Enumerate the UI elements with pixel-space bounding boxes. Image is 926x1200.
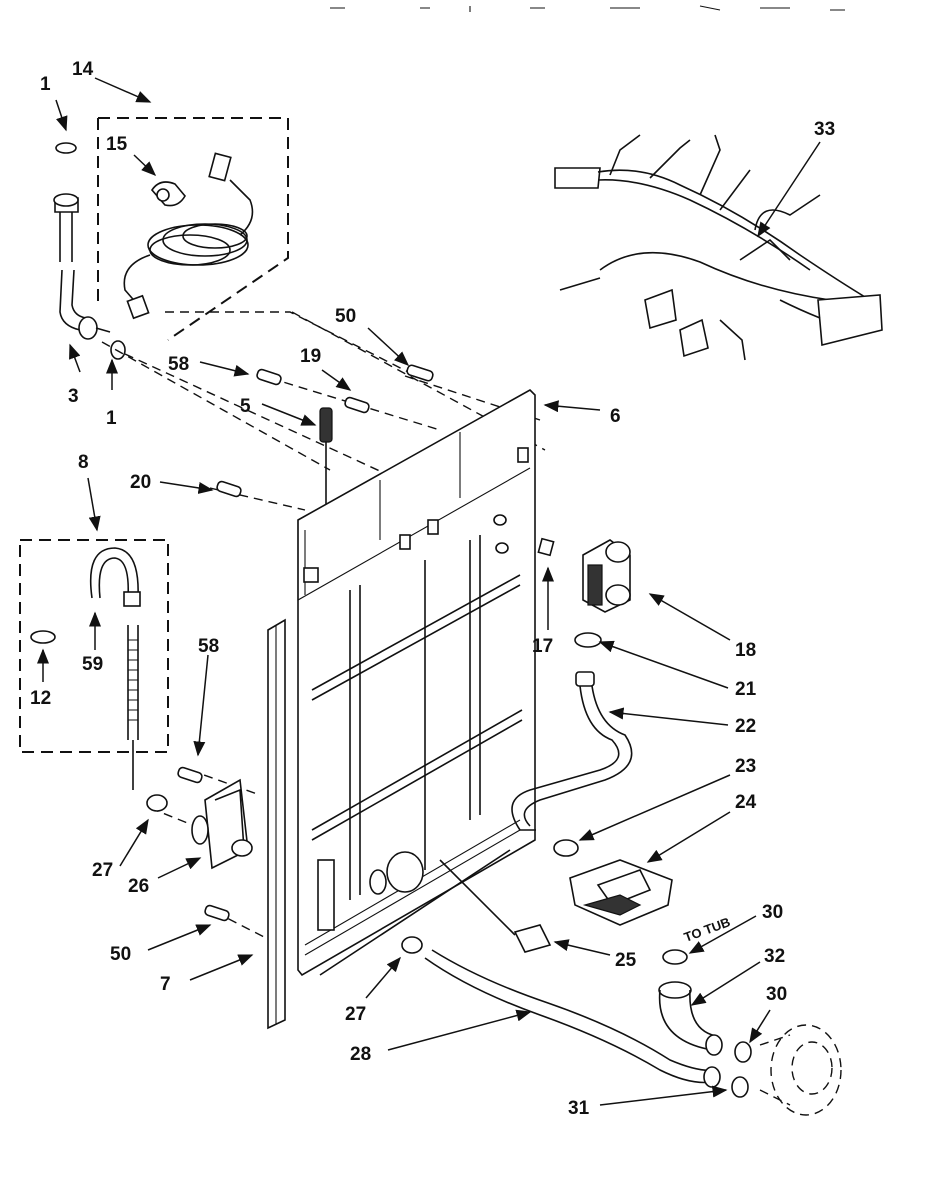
leader-25: [439, 859, 516, 936]
side-rail: [267, 618, 286, 1030]
label-part-1-bottom: 1: [106, 408, 117, 429]
label-part-19: 19: [300, 346, 321, 367]
label-part-58-top: 58: [168, 354, 189, 375]
power-cord-kit: [97, 117, 289, 341]
label-part-50-bottom: 50: [110, 944, 131, 965]
washer-part-1-top: [55, 142, 77, 154]
part-25: [513, 924, 552, 953]
label-part-33: 33: [814, 119, 835, 140]
label-part-21: 21: [735, 679, 757, 700]
pump-bracket: [553, 839, 673, 926]
tub-hose: [658, 949, 752, 1098]
label-part-3: 3: [68, 386, 79, 407]
label-part-22: 22: [735, 716, 756, 737]
top-edge-marks: [330, 5, 845, 12]
part-labels: 1 14 15 3 1 58 19 50 5 6 33 8 20 59 12 5…: [30, 59, 835, 1119]
water-valve: [537, 537, 631, 648]
drain-connector: [146, 778, 253, 870]
label-part-24: 24: [735, 792, 757, 813]
label-part-50-top: 50: [335, 306, 356, 327]
label-part-15: 15: [106, 134, 128, 155]
fill-hose: [511, 671, 633, 831]
water-inlet-hose: [53, 193, 126, 360]
label-part-28: 28: [350, 1044, 371, 1065]
screws-and-clips: [177, 364, 434, 922]
label-part-12: 12: [30, 688, 51, 709]
wiring-harness: [554, 134, 883, 361]
label-part-59: 59: [82, 654, 103, 675]
label-part-18: 18: [735, 640, 756, 661]
drain-hose: [401, 936, 721, 1088]
label-part-58-left: 58: [198, 636, 219, 657]
label-part-20: 20: [130, 472, 151, 493]
label-part-23: 23: [735, 756, 756, 777]
label-part-26: 26: [128, 876, 149, 897]
label-part-32: 32: [764, 946, 785, 967]
label-part-30-top: 30: [762, 902, 783, 923]
to-tub-callout: TO TUB: [682, 914, 732, 945]
label-part-31: 31: [568, 1098, 590, 1119]
pump-body: [759, 1024, 842, 1116]
label-part-14: 14: [72, 59, 94, 80]
callout-arrows: [37, 77, 821, 1106]
label-part-1-top: 1: [40, 74, 51, 95]
drain-hose-kit: [19, 539, 169, 790]
label-part-27-left: 27: [92, 860, 113, 881]
label-part-8: 8: [78, 452, 89, 473]
rear-panel: [297, 389, 536, 977]
label-part-6: 6: [610, 406, 621, 427]
label-part-17: 17: [532, 636, 553, 657]
label-part-5: 5: [240, 396, 251, 417]
label-part-30-bottom: 30: [766, 984, 787, 1005]
label-part-7: 7: [160, 974, 171, 995]
label-part-27-bottom: 27: [345, 1004, 366, 1025]
label-part-25: 25: [615, 950, 637, 971]
